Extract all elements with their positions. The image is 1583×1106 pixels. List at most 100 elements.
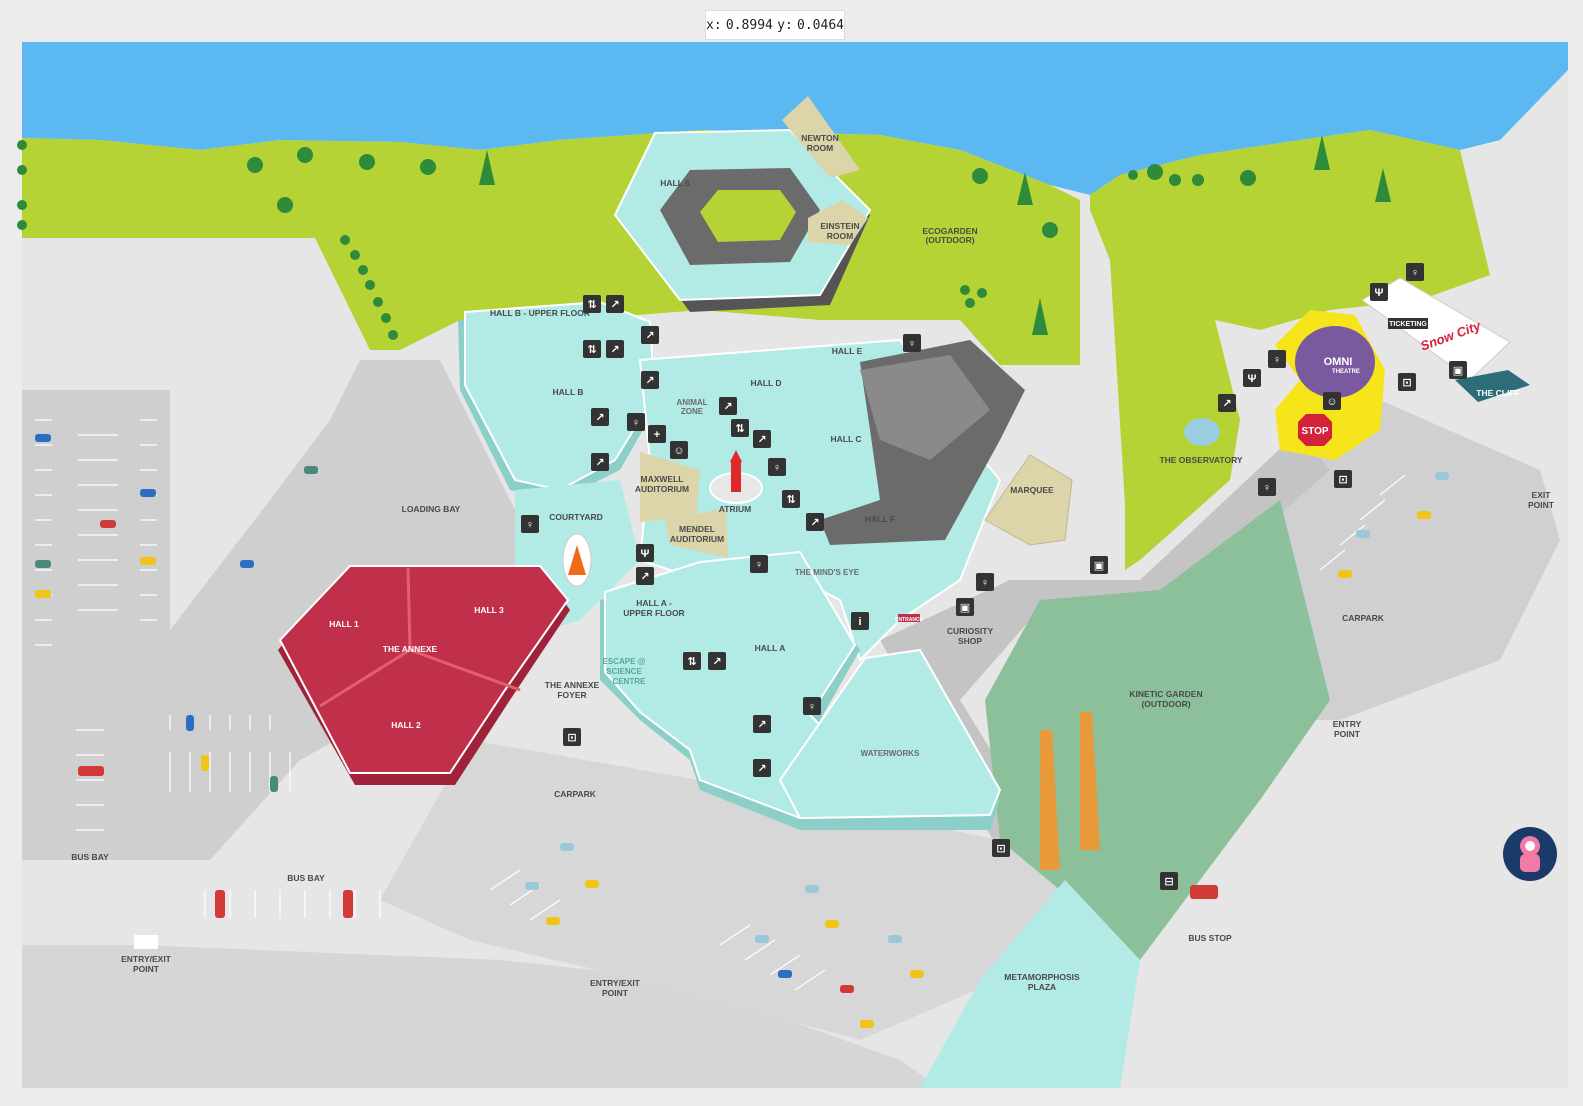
escalator-icon[interactable]: ↗ (641, 326, 659, 344)
toilet-icon[interactable]: ♀ (1258, 478, 1276, 496)
tree (373, 297, 383, 307)
first-aid-icon[interactable]: + (648, 425, 666, 443)
label-theatre: THEATRE (1332, 369, 1360, 375)
tree (17, 220, 27, 230)
svg-text:♀: ♀ (981, 577, 989, 589)
toilet-icon[interactable]: ♀ (750, 555, 768, 573)
label-exit-point-2: POINT (1528, 500, 1555, 510)
escalator-icon[interactable]: ↗ (719, 397, 737, 415)
mendel-auditorium-floor (665, 508, 728, 558)
car-drop-off-icon[interactable]: ⊡ (1334, 470, 1352, 488)
tree (297, 147, 313, 163)
gift-shop-icon[interactable]: ▣ (1090, 556, 1108, 574)
svg-text:↗: ↗ (810, 517, 819, 529)
pine-tree (1375, 168, 1391, 202)
car (201, 755, 209, 771)
escalator-icon[interactable]: ↗ (606, 295, 624, 313)
label-entry-exit-south: ENTRY/EXIT (590, 978, 641, 988)
tree (340, 235, 350, 245)
car-drop-off-icon[interactable]: ⊡ (1398, 373, 1416, 391)
label-entrance: ENTRANCE (895, 617, 923, 623)
parking-stripe (1319, 549, 1346, 571)
info-icon[interactable]: i (851, 612, 869, 630)
svg-text:▣: ▣ (1453, 365, 1463, 377)
label-hall-b-upper: HALL B - UPPER FLOOR (490, 308, 590, 318)
svg-text:+: + (654, 429, 660, 441)
gift-shop-icon[interactable]: ▣ (956, 598, 974, 616)
toilet-icon[interactable]: ♀ (627, 413, 645, 431)
dining-icon[interactable]: Ψ (1370, 283, 1388, 301)
pine-tree (1032, 298, 1048, 335)
escalator-icon[interactable]: ↗ (591, 408, 609, 426)
escalator-icon[interactable]: ↗ (753, 759, 771, 777)
parking-stripe (1339, 524, 1366, 546)
pine-tree (1314, 135, 1330, 170)
label-maxwell: MAXWELL (641, 474, 684, 484)
label-metamorphosis: METAMORPHOSIS (1004, 972, 1080, 982)
svg-text:♀: ♀ (1273, 354, 1281, 366)
nursing-room-icon[interactable]: ☺ (1323, 392, 1341, 410)
atrium-sculpture (731, 462, 741, 492)
escalator-icon[interactable]: ↗ (636, 567, 654, 585)
toilet-icon[interactable]: ♀ (768, 458, 786, 476)
escalator-icon[interactable]: ↗ (591, 453, 609, 471)
astronaut-mascot-icon[interactable] (1503, 827, 1557, 881)
toilet-icon[interactable]: ♀ (976, 573, 994, 591)
car (304, 466, 318, 474)
escalator-icon[interactable]: ↗ (753, 430, 771, 448)
coord-x-value: 0.8994 (725, 17, 773, 33)
lift-icon[interactable]: ⇅ (683, 652, 701, 670)
escalator-icon[interactable]: ↗ (708, 652, 726, 670)
label-bus-stop: BUS STOP (1188, 933, 1232, 943)
svg-text:Ψ: Ψ (1375, 287, 1384, 299)
label-loading-bay: LOADING BAY (402, 504, 461, 514)
escalator-icon[interactable]: ↗ (641, 371, 659, 389)
svg-text:☺: ☺ (673, 445, 684, 457)
escalator-icon[interactable]: ↗ (753, 715, 771, 733)
label-exit-point: EXIT (1532, 490, 1552, 500)
tree (1042, 222, 1058, 238)
toilet-icon[interactable]: ♀ (1406, 263, 1424, 281)
svg-text:♀: ♀ (526, 519, 534, 531)
label-hall-a: HALL A (755, 643, 786, 653)
label-mendel-2: AUDITORIUM (670, 534, 724, 544)
ticketing-sign (1388, 318, 1428, 329)
svg-text:♀: ♀ (908, 338, 916, 350)
car-drop-off-icon[interactable]: ⊡ (992, 839, 1010, 857)
pine-tree (479, 150, 495, 185)
toilet-icon[interactable]: ♀ (521, 515, 539, 533)
toilet-icon[interactable]: ♀ (1268, 350, 1286, 368)
bus-icon[interactable]: ⊟ (1160, 872, 1178, 890)
tree (359, 154, 375, 170)
facility-icons[interactable]: ⇅ ↗ ↗ ⇅ ↗ ↗ ↗ ↗ ♀ + ☺ ↗ ⇅ ↗ ♀ ⇅ ↗ ♀ ♀ Ψ … (521, 263, 1467, 890)
label-entry-point: ENTRY (1333, 719, 1362, 729)
label-entry-exit-west: ENTRY/EXIT (121, 954, 172, 964)
escalator-icon[interactable]: ↗ (806, 513, 824, 531)
svg-text:Ψ: Ψ (1248, 373, 1257, 385)
lift-icon[interactable]: ⇅ (583, 295, 601, 313)
nursing-room-icon[interactable]: ☺ (670, 441, 688, 459)
lift-icon[interactable]: ⇅ (782, 490, 800, 508)
chimney-tower-left (1040, 730, 1060, 870)
label-curiosity-shop: CURIOSITY (947, 626, 994, 636)
car-road-west (22, 360, 540, 860)
dining-icon[interactable]: Ψ (636, 544, 654, 562)
svg-text:♀: ♀ (755, 559, 763, 571)
toilet-icon[interactable]: ♀ (803, 697, 821, 715)
svg-text:☺: ☺ (1326, 396, 1337, 408)
label-atrium: ATRIUM (719, 504, 751, 514)
toilet-icon[interactable]: ♀ (903, 334, 921, 352)
label-marquee: MARQUEE (1010, 485, 1054, 495)
lift-icon[interactable]: ⇅ (583, 340, 601, 358)
svg-text:⊡: ⊡ (996, 843, 1005, 855)
lift-icon[interactable]: ⇅ (731, 419, 749, 437)
car-drop-off-icon[interactable]: ⊡ (563, 728, 581, 746)
escalator-icon[interactable]: ↗ (1218, 394, 1236, 412)
escalator-icon[interactable]: ↗ (606, 340, 624, 358)
tree (17, 200, 27, 210)
gift-shop-icon[interactable]: ▣ (1449, 361, 1467, 379)
svg-text:↗: ↗ (757, 763, 766, 775)
dining-icon[interactable]: Ψ (1243, 369, 1261, 387)
label-escape-2: SCIENCE (606, 667, 642, 676)
